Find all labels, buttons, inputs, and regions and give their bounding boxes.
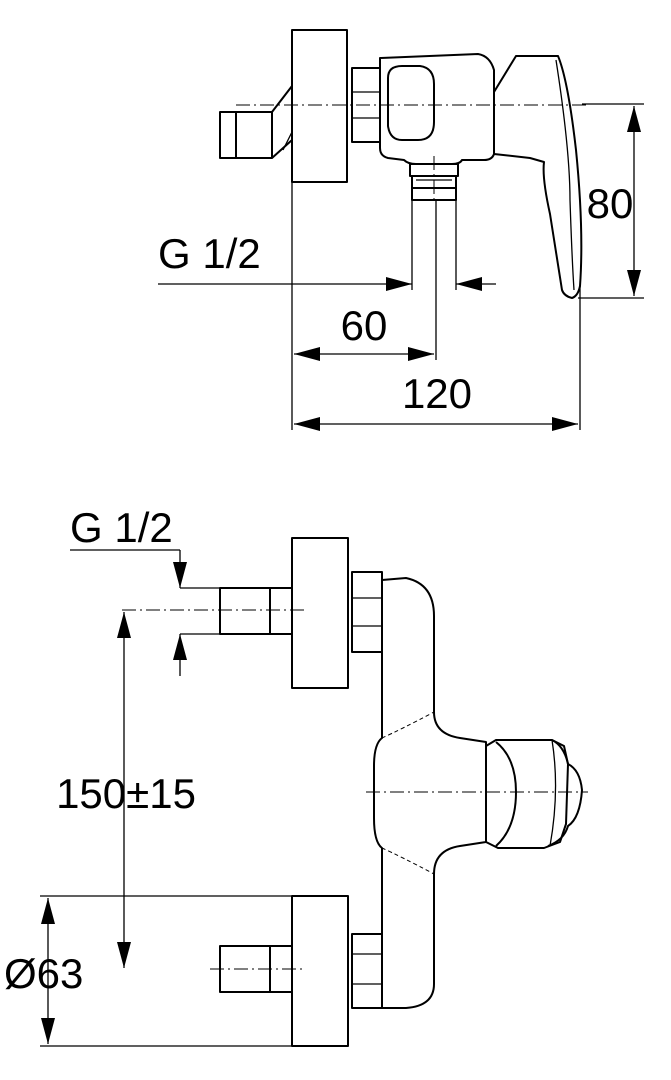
front-diameter-label: Ø63 — [4, 950, 83, 997]
top-wall-flange — [291, 29, 348, 183]
top-offset-dimension: 60 — [294, 302, 434, 361]
top-mixer-body — [379, 53, 495, 165]
front-upper-connector — [219, 587, 293, 635]
top-eccentric-connector — [219, 85, 293, 159]
front-lower-hex-nut — [351, 933, 383, 1009]
top-height-label: 80 — [587, 180, 634, 227]
top-depth-label: 120 — [402, 370, 472, 417]
front-spacing-dimension: 150±15 — [56, 612, 196, 968]
front-upper-hex-nut — [351, 571, 383, 653]
top-thread-label: G 1/2 — [158, 230, 261, 277]
front-view: G 1/2 150±15 Ø63 — [4, 504, 588, 1047]
front-spacing-label: 150±15 — [56, 770, 196, 817]
front-handle-cartridge — [485, 739, 583, 849]
top-height-dimension: 80 — [587, 106, 641, 296]
front-lower-flange — [291, 895, 349, 1047]
top-lever-handle — [493, 55, 583, 299]
front-upper-flange — [291, 537, 349, 689]
front-thread-label: G 1/2 — [70, 504, 173, 551]
front-mixer-body — [373, 577, 487, 1009]
front-lower-connector — [219, 945, 293, 993]
top-thread-dimension: G 1/2 — [158, 230, 496, 291]
front-thread-dimension: G 1/2 — [70, 504, 220, 676]
top-depth-dimension: 120 — [294, 370, 578, 431]
top-view: G 1/2 80 60 120 — [158, 29, 644, 431]
front-diameter-dimension: Ø63 — [4, 895, 292, 1047]
top-offset-label: 60 — [341, 302, 388, 349]
